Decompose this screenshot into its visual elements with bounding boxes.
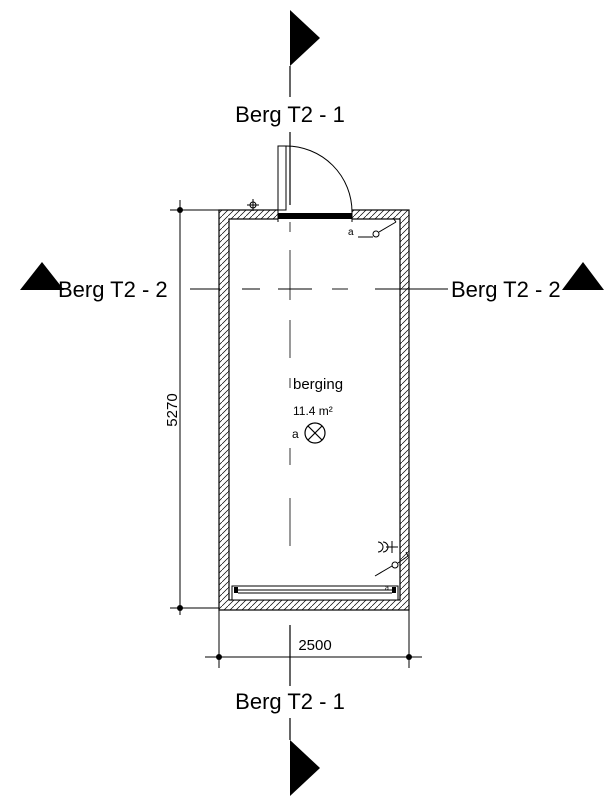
dimension-width-label: 2500 — [298, 637, 331, 654]
section-label-left: Berg T2 - 2 — [58, 277, 168, 302]
door — [277, 145, 353, 222]
section-marker-right-triangle — [562, 262, 604, 290]
room-area: 11.4 m² — [293, 404, 333, 418]
dimension-width-tick-left — [216, 654, 222, 660]
dimension-height-tick-bottom — [177, 605, 183, 611]
switch-icon-top — [358, 217, 397, 238]
section-label-top: Berg T2 - 1 — [235, 102, 345, 127]
outlet-symbol — [247, 199, 259, 211]
dimension-width-tick-right — [406, 654, 412, 660]
section-label-right: Berg T2 - 2 — [451, 277, 561, 302]
dimension-height-label: 5270 — [164, 393, 181, 426]
room-name: berging — [293, 376, 343, 393]
section-marker-bottom-triangle — [290, 740, 320, 796]
section-marker-top-triangle — [290, 10, 320, 66]
switch-tag-top: a — [348, 227, 354, 238]
double-outlet-icon — [377, 541, 398, 553]
light-fixture-tag: a — [292, 427, 299, 441]
switch-icon-bottom — [374, 551, 409, 577]
switch-tag-bottom: a — [385, 585, 389, 592]
dimension-height-tick-top — [177, 207, 183, 213]
ceiling-light-icon — [304, 422, 326, 444]
section-marker-left-triangle — [20, 262, 64, 290]
window-bottom — [231, 585, 399, 601]
section-label-bottom: Berg T2 - 1 — [235, 689, 345, 714]
